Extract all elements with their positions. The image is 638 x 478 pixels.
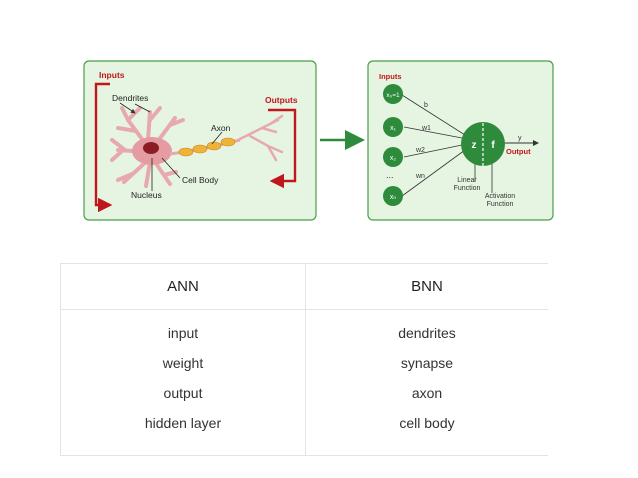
inputs-bracket-arrow — [94, 82, 113, 213]
table-cell-ann: input — [167, 325, 199, 341]
neuron-comparison-diagram: Inputs Outputs Dendrites Axon Cell Body … — [83, 60, 554, 221]
bnn-panel-box — [83, 60, 317, 221]
dendrites-label: Dendrites — [112, 93, 148, 103]
nucleus-shape — [143, 142, 159, 154]
bnn-panel: Inputs Outputs Dendrites Axon Cell Body … — [83, 60, 317, 221]
ann-panel-box — [367, 60, 554, 221]
table-header-ann: ANN — [167, 278, 199, 295]
table-cell-ann: weight — [162, 355, 204, 371]
ann-output-label: Output — [506, 147, 531, 156]
bnn-outputs-label: Outputs — [265, 95, 298, 105]
outputs-bracket-arrow — [268, 108, 297, 189]
x1-label: x₁ — [390, 125, 397, 132]
cell-body-label: Cell Body — [182, 175, 219, 185]
ann-panel: Inputs x₀=1 x₁ x₂ xₙ ... b w1 w2 wn z f … — [367, 60, 554, 221]
wn-label: wn — [415, 173, 425, 180]
table-header-bnn: BNN — [411, 278, 443, 295]
table-cell-ann: output — [163, 385, 203, 401]
table-cell-bnn: dendrites — [398, 325, 456, 341]
ellipsis-label: ... — [386, 170, 394, 180]
table-cell-ann: hidden layer — [144, 415, 222, 431]
xn-label: xₙ — [390, 194, 397, 201]
y-label: y — [518, 135, 522, 142]
x0-label: x₀=1 — [386, 92, 400, 99]
axon-label: Axon — [211, 123, 231, 133]
f-label: f — [491, 140, 495, 151]
activation-function-label-line2: Function — [487, 201, 514, 208]
w2-label: w2 — [415, 147, 425, 154]
w1-label: w1 — [421, 125, 431, 132]
bnn-inputs-label: Inputs — [99, 70, 125, 80]
column-divider — [305, 264, 306, 455]
table-cell-bnn: synapse — [400, 355, 454, 371]
linear-function-label-line2: Function — [454, 185, 481, 192]
input-node-x0 — [383, 84, 403, 104]
header-divider — [61, 309, 548, 310]
z-label: z — [472, 140, 477, 151]
table-cell-bnn: axon — [411, 385, 443, 401]
weight-connections — [401, 94, 493, 197]
input-node-x1 — [383, 117, 403, 137]
bias-label: b — [424, 102, 428, 109]
comparison-table: ANN BNN input dendrites weight synapse o… — [60, 263, 548, 456]
linear-function-label-line1: Linear — [457, 177, 477, 184]
activation-function-label-line1: Activation — [485, 193, 515, 200]
myelin-sheath-shape — [178, 137, 236, 157]
axon-terminals-shape — [236, 114, 284, 162]
input-node-x2 — [383, 147, 403, 167]
x2-label: x₂ — [390, 155, 397, 162]
input-node-xn — [383, 186, 403, 206]
ann-inputs-label: Inputs — [379, 72, 402, 81]
nucleus-label: Nucleus — [131, 190, 162, 200]
table-cell-bnn: cell body — [399, 415, 455, 431]
